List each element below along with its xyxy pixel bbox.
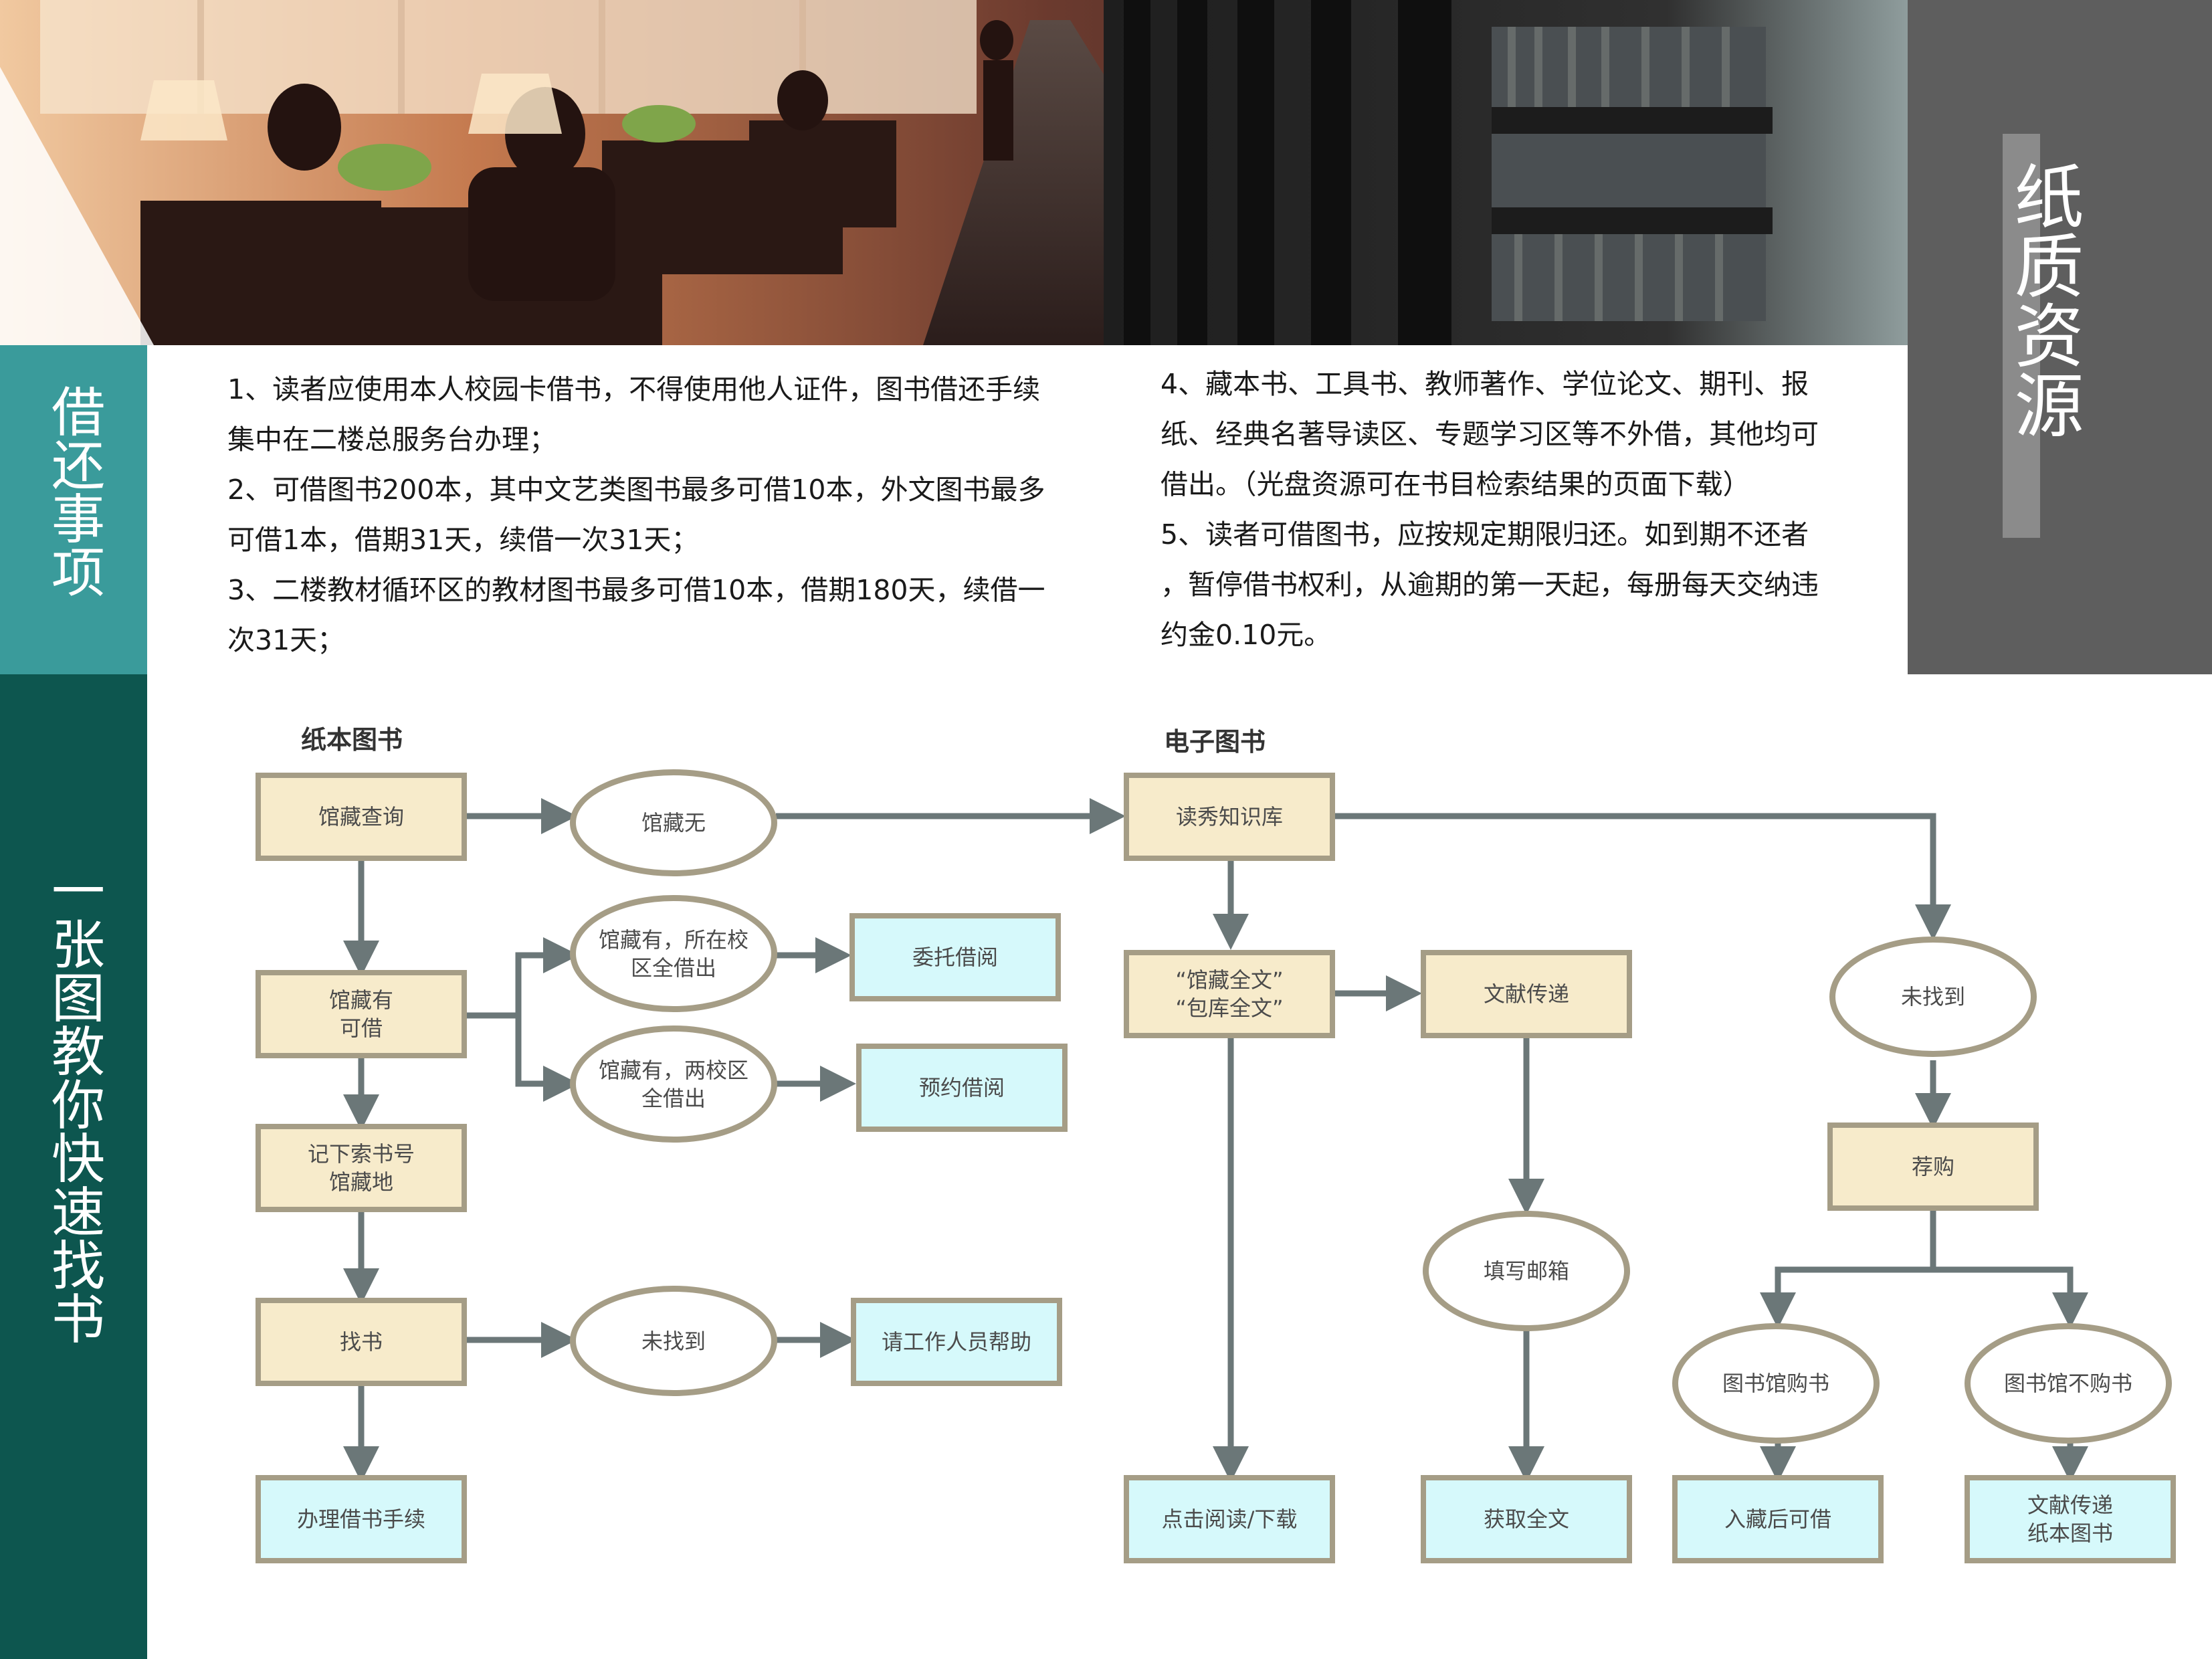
node-doc-delivery: 文献传递	[1421, 950, 1632, 1038]
node-find-book: 找书	[256, 1298, 467, 1386]
rule-line: 集中在二楼总服务台办理；	[227, 423, 557, 456]
section-ebooks: 电子图书	[1164, 727, 1266, 757]
rules-right: 4、藏本书、工具书、教师著作、学位论文、期刊、报 纸、经典名著导读区、专题学习区…	[1161, 359, 1896, 660]
right-title-panel: 纸质资源	[1908, 0, 2212, 674]
node-fill-email: 填写邮箱	[1423, 1211, 1630, 1331]
node-not-found-ebook: 未找到	[1829, 937, 2037, 1057]
rule-line: 约金0.10元。	[1161, 619, 1332, 651]
sidebar-borrow-return: 借还事项	[0, 345, 147, 674]
find-book-title: 一张图教你快速找书	[43, 863, 105, 1345]
node-available: 馆藏有 可借	[256, 970, 467, 1058]
borrow-return-title: 借还事项	[43, 384, 105, 598]
node-delivery-paper: 文献传递 纸本图书	[1965, 1475, 2176, 1563]
node-all-lent-campus: 馆藏有，所在校 区全借出	[570, 895, 777, 1012]
node-reserve-borrow: 预约借阅	[856, 1044, 1068, 1132]
node-library-not-buy: 图书馆不购书	[1965, 1323, 2172, 1444]
rules-left: 1、读者应使用本人校园卡借书，不得使用他人证件，图书借还手续 集中在二楼总服务台…	[227, 365, 1130, 666]
rule-line: 可借1本，借期31天，续借一次31天；	[227, 524, 699, 556]
rule-line: 纸、经典名著导读区、专题学习区等不外借，其他均可	[1161, 418, 1819, 450]
node-duxiu: 读秀知识库	[1124, 773, 1335, 861]
rule-line: 4、藏本书、工具书、教师著作、学位论文、期刊、报	[1161, 368, 1809, 400]
right-title-bar	[2003, 134, 2040, 538]
node-entrust-borrow: 委托借阅	[849, 913, 1061, 1001]
node-click-read: 点击阅读/下载	[1124, 1475, 1335, 1563]
node-recommend-buy: 荐购	[1827, 1123, 2039, 1211]
rule-line: ，暂停借书权利，从逾期的第一天起，每册每天交纳违	[1161, 569, 1819, 601]
section-paper-books: 纸本图书	[301, 725, 403, 755]
rule-line: 借出。（光盘资源可在书目检索结果的页面下载）	[1161, 468, 1750, 500]
node-catalog-query: 馆藏查询	[256, 773, 467, 861]
node-not-in-collection: 馆藏无	[570, 769, 777, 876]
sidebar-find-book: 一张图教你快速找书	[0, 674, 147, 1659]
node-note-call-number: 记下索书号 馆藏地	[256, 1124, 467, 1212]
paper-resources-title: 纸质资源	[2002, 161, 2084, 439]
node-all-lent-both: 馆藏有，两校区 全借出	[570, 1026, 777, 1143]
rule-line: 3、二楼教材循环区的教材图书最多可借10本，借期180天，续借一	[227, 574, 1045, 606]
node-get-fulltext: 获取全文	[1421, 1475, 1632, 1563]
node-library-buys: 图书馆购书	[1672, 1323, 1880, 1444]
rule-line: 2、可借图书200本，其中文艺类图书最多可借10本，外文图书最多	[227, 474, 1045, 506]
node-fulltext: “馆藏全文” “包库全文”	[1124, 950, 1335, 1038]
node-checkout: 办理借书手续	[256, 1475, 467, 1563]
node-not-found-paper: 未找到	[570, 1286, 777, 1396]
node-ask-staff: 请工作人员帮助	[851, 1298, 1062, 1386]
node-after-collection: 入藏后可借	[1672, 1475, 1884, 1563]
rule-line: 1、读者应使用本人校园卡借书，不得使用他人证件，图书借还手续	[227, 373, 1041, 405]
library-photo	[0, 0, 1908, 345]
rule-line: 次31天；	[227, 624, 345, 656]
rule-line: 5、读者可借图书，应按规定期限归还。如到期不还者	[1161, 518, 1809, 551]
